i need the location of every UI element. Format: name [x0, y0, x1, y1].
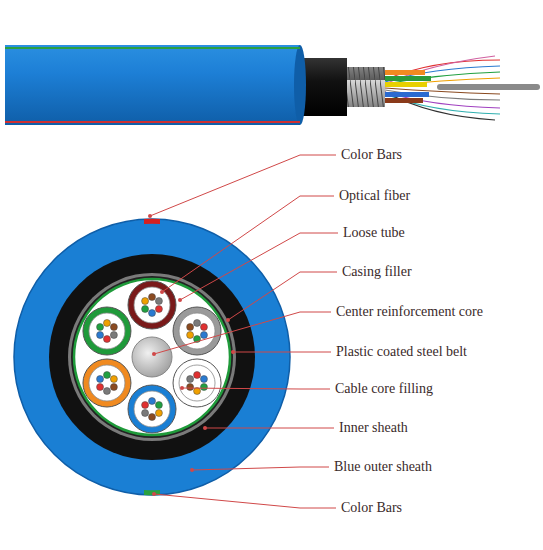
optical-fiber — [142, 402, 149, 409]
part-label: Plastic coated steel belt — [335, 344, 468, 360]
optical-fiber — [149, 294, 156, 301]
optical-fiber — [187, 376, 194, 383]
tube-bore — [134, 287, 170, 323]
optical-fiber — [110, 324, 117, 331]
optical-fiber — [194, 320, 201, 327]
optical-fiber — [110, 376, 117, 383]
part-label: Inner sheath — [338, 420, 409, 436]
optical-fiber — [155, 402, 162, 409]
optical-fiber — [200, 332, 207, 339]
optical-fiber — [155, 410, 162, 417]
optical-fiber — [155, 298, 162, 305]
optical-fiber — [200, 384, 207, 391]
optical-fiber — [187, 324, 194, 331]
optical-fiber — [142, 410, 149, 417]
tube-bore — [134, 391, 170, 427]
optical-fiber — [200, 376, 207, 383]
part-label: Loose tube — [342, 225, 406, 241]
tube-bore — [89, 313, 125, 349]
optical-fiber — [142, 298, 149, 305]
optical-fiber — [103, 372, 110, 379]
optical-fiber — [187, 332, 194, 339]
part-label: Casing filler — [341, 264, 413, 280]
optical-fiber — [200, 324, 207, 331]
optical-fiber — [103, 336, 110, 343]
optical-fiber — [97, 324, 104, 331]
loose-tube — [173, 359, 221, 407]
loose-tube — [83, 307, 131, 355]
part-label: Cable core filling — [334, 381, 434, 397]
optical-fiber — [149, 398, 156, 405]
tube-bore — [179, 313, 215, 349]
tube-bore — [89, 365, 125, 401]
optical-fiber — [103, 320, 110, 327]
loose-tube — [173, 307, 221, 355]
loose-tube — [128, 385, 176, 433]
optical-fiber — [110, 384, 117, 391]
optical-fiber — [110, 332, 117, 339]
optical-fiber — [149, 310, 156, 317]
optical-fiber — [187, 384, 194, 391]
optical-fiber — [194, 372, 201, 379]
optical-fiber — [149, 414, 156, 421]
loose-tube — [83, 359, 131, 407]
optical-fiber — [97, 332, 104, 339]
part-label: Blue outer sheath — [333, 459, 433, 475]
loose-tube — [128, 281, 176, 329]
optical-fiber — [103, 388, 110, 395]
part-label: Color Bars — [340, 147, 403, 163]
optical-fiber — [97, 384, 104, 391]
optical-fiber — [155, 306, 162, 313]
part-label: Center reinforcement core — [335, 304, 484, 320]
part-label: Optical fiber — [338, 188, 411, 204]
optical-fiber — [142, 306, 149, 313]
tube-bore — [179, 365, 215, 401]
part-label: Color Bars — [340, 500, 403, 516]
optical-fiber — [97, 376, 104, 383]
